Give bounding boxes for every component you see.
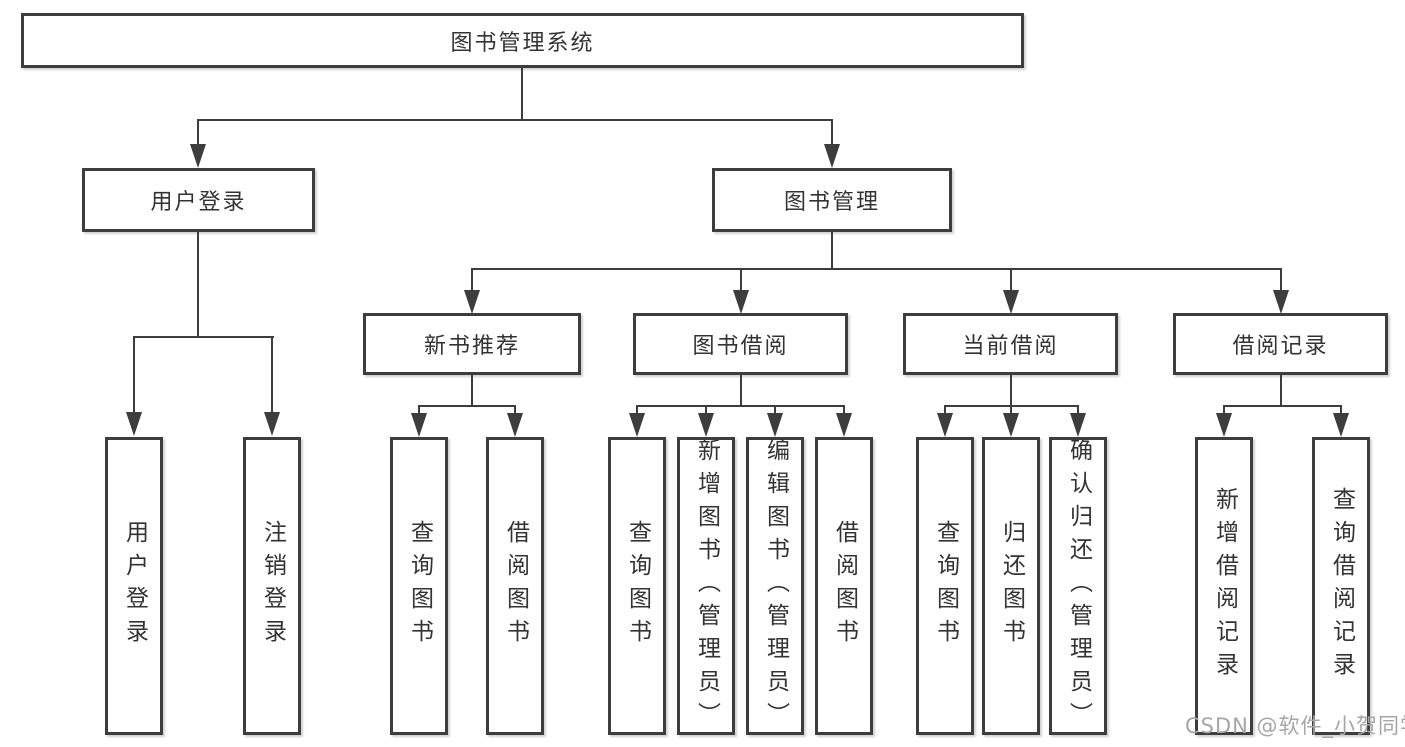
arrowhead bbox=[698, 413, 714, 437]
connector-line bbox=[471, 268, 473, 292]
arrowhead bbox=[507, 413, 523, 437]
connector-line bbox=[1280, 375, 1282, 407]
arrowhead bbox=[836, 413, 852, 437]
node-book-borrow: 图书借阅 bbox=[633, 313, 848, 375]
arrowhead bbox=[937, 413, 953, 437]
arrowhead bbox=[411, 413, 427, 437]
connector-line bbox=[471, 375, 473, 407]
node-borrow-records: 借阅记录 bbox=[1173, 313, 1388, 375]
leaf-add-borrow-record: 新增借阅记录 bbox=[1195, 437, 1253, 735]
leaf-query-borrow-record: 查询借阅记录 bbox=[1312, 437, 1370, 735]
arrowhead bbox=[1070, 413, 1086, 437]
arrowhead bbox=[1003, 290, 1019, 314]
connector-line bbox=[831, 232, 833, 270]
connector-line bbox=[774, 405, 776, 417]
connector-line bbox=[740, 268, 742, 292]
leaf-confirm-return-admin: 确认归还（管理员） bbox=[1049, 437, 1107, 735]
connector-line bbox=[1223, 405, 1225, 417]
leaf-edit-book-admin: 编辑图书（管理员） bbox=[746, 437, 804, 735]
leaf-query-books-recommend: 查询图书 bbox=[390, 437, 448, 735]
connector-line bbox=[197, 232, 199, 338]
connector-line bbox=[843, 405, 845, 417]
connector-line bbox=[197, 119, 833, 121]
connector-line bbox=[1010, 375, 1012, 407]
connector-line bbox=[521, 68, 523, 121]
arrowhead bbox=[1216, 413, 1232, 437]
connector-line bbox=[945, 405, 1079, 407]
node-user-login: 用户登录 bbox=[82, 168, 315, 232]
connector-line bbox=[472, 268, 1282, 270]
connector-line bbox=[419, 405, 516, 407]
arrowhead bbox=[629, 413, 645, 437]
connector-line bbox=[740, 375, 742, 407]
connector-line bbox=[1224, 405, 1342, 407]
leaf-borrow-books: 借阅图书 bbox=[815, 437, 873, 735]
connector-line bbox=[705, 405, 707, 417]
node-new-book-recommend: 新书推荐 bbox=[363, 313, 581, 375]
watermark: CSDN @软件_小贺同学 bbox=[1185, 714, 1405, 738]
connector-line bbox=[1010, 268, 1012, 292]
arrowhead bbox=[733, 290, 749, 314]
leaf-user-login: 用户登录 bbox=[105, 437, 163, 735]
connector-line bbox=[133, 336, 135, 414]
connector-line bbox=[944, 405, 946, 417]
leaf-query-books-current: 查询图书 bbox=[916, 437, 974, 735]
arrowhead bbox=[190, 144, 206, 168]
node-book-management: 图书管理 bbox=[712, 168, 952, 232]
connector-line bbox=[271, 336, 273, 414]
arrowhead bbox=[767, 413, 783, 437]
arrowhead bbox=[824, 144, 840, 168]
node-root: 图书管理系统 bbox=[21, 13, 1024, 68]
leaf-query-books-borrow: 查询图书 bbox=[608, 437, 666, 735]
connector-line bbox=[1010, 405, 1012, 417]
connector-line bbox=[1077, 405, 1079, 417]
connector-line bbox=[197, 119, 199, 147]
arrowhead bbox=[126, 412, 142, 436]
connector-line bbox=[514, 405, 516, 417]
leaf-add-book-admin: 新增图书（管理员） bbox=[677, 437, 735, 735]
leaf-return-books: 归还图书 bbox=[982, 437, 1040, 735]
node-current-borrow: 当前借阅 bbox=[903, 313, 1118, 375]
connector-line bbox=[418, 405, 420, 417]
arrowhead bbox=[464, 290, 480, 314]
connector-line bbox=[637, 405, 845, 407]
arrowhead bbox=[264, 412, 280, 436]
connector-line bbox=[636, 405, 638, 417]
connector-line bbox=[831, 119, 833, 147]
connector-line bbox=[1280, 268, 1282, 292]
leaf-logout: 注销登录 bbox=[243, 437, 301, 735]
connector-line bbox=[133, 336, 274, 338]
connector-line bbox=[1340, 405, 1342, 417]
arrowhead bbox=[1003, 413, 1019, 437]
leaf-borrow-books-recommend: 借阅图书 bbox=[486, 437, 544, 735]
arrowhead bbox=[1273, 290, 1289, 314]
arrowhead bbox=[1333, 413, 1349, 437]
